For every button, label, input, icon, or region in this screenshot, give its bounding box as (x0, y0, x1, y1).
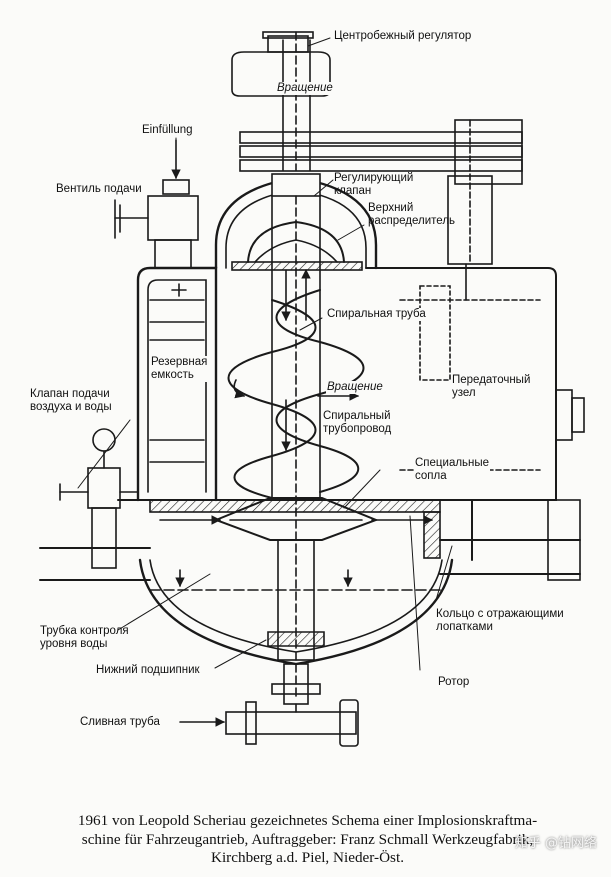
label-lower-bearing: Нижний подшипник (96, 664, 200, 676)
label-rotor: Ротор (438, 676, 470, 688)
label-special-nozzles: Специальные сопла (414, 457, 491, 483)
watermark: 知乎 @钻网络 (514, 836, 597, 851)
label-spiral-tube: Спиральная труба (326, 308, 427, 321)
label-transmission-unit: Передаточный узел (452, 374, 531, 399)
central-column (227, 195, 365, 701)
reserve-tank (136, 266, 218, 502)
belt-drive (239, 119, 523, 265)
figure-caption: 1961 von Leopold Scheriau gezeichnetes S… (77, 812, 538, 866)
rotor (159, 497, 433, 541)
label-einfullung: Einfüllung (142, 124, 193, 136)
label-control-valve: Регулирующий клапан (334, 172, 414, 197)
air-water-valve (59, 428, 139, 569)
label-feed-valve: Вентиль подачи (56, 183, 142, 195)
lower-bearing (267, 539, 325, 705)
centrifugal-governor (231, 31, 331, 171)
label-level-tube: Трубка контроля уровня воды (40, 625, 129, 650)
upper-dome (214, 173, 378, 271)
label-upper-distributor: Верхний распределитель (368, 202, 456, 227)
feed-valve (114, 139, 199, 269)
label-air-water-valve: Клапан подачи воздуха и воды (30, 388, 112, 413)
drain-pipe (179, 699, 359, 747)
label-rotation-top: Вращение (276, 82, 334, 95)
label-rotation-mid: Вращение (326, 381, 384, 394)
label-centrifugal-governor: Центробежный регулятор (334, 30, 472, 42)
label-drain-pipe: Сливная труба (80, 716, 160, 728)
label-reserve-tank: Резервная емкость (150, 356, 209, 382)
label-spiral-pipeline: Спиральный трубопровод (322, 410, 393, 436)
leader-lines (77, 37, 453, 671)
label-ring-blades: Кольцо с отражающими лопатками (436, 608, 564, 633)
